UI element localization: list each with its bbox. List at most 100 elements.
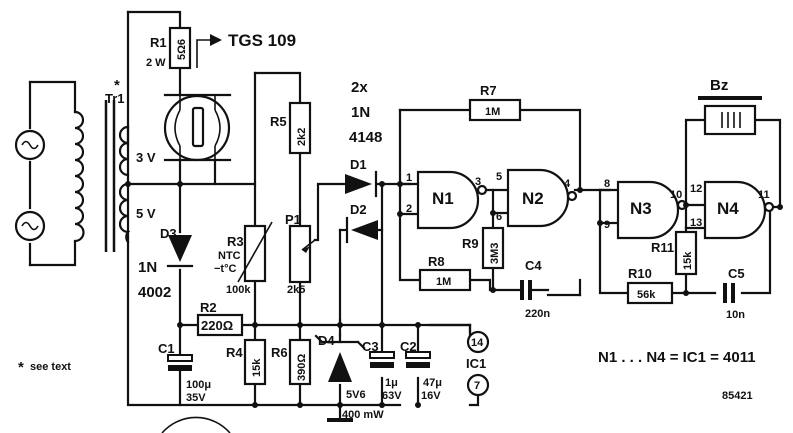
label-r7-value: 1M [485, 106, 500, 118]
transformer-tr1 [73, 100, 131, 252]
zener-d4 [314, 333, 366, 422]
label-c1-voltage: 35V [186, 392, 206, 404]
label-5v: 5 V [136, 206, 156, 221]
label-fig-no: 85421 [722, 390, 753, 402]
diode-d1 [345, 170, 378, 198]
gate-n2 [506, 168, 578, 228]
label-r2-value: 220Ω [201, 318, 233, 333]
potentiometer-p1 [288, 224, 316, 284]
labels: R1 2 W 5Ω6 TGS 109 * Tr1 3 V 5 V D3 1N 4… [18, 31, 770, 421]
label-diodes-c: 4148 [349, 129, 382, 146]
resistor-r10 [626, 281, 674, 305]
label-n1: N1 [432, 189, 454, 208]
label-r5-value: 2k2 [296, 128, 308, 146]
label-r3-value: 100k [226, 284, 251, 296]
capacitor-c1 [167, 354, 193, 407]
label-r10: R10 [628, 266, 652, 281]
buzzer-bz [698, 96, 762, 136]
label-d1: D1 [350, 157, 367, 172]
label-pin1: 1 [406, 172, 412, 184]
label-r8: R8 [428, 254, 445, 269]
label-pin6: 6 [496, 211, 502, 223]
label-r4: R4 [226, 345, 243, 360]
ic1-supply-pins [466, 330, 490, 397]
label-d4-power: 400 mW [342, 409, 384, 421]
label-r11-value: 15k [682, 251, 694, 270]
label-c2-value: 47μ [423, 377, 442, 389]
label-r9-value: 3M3 [489, 243, 501, 264]
label-pin2: 2 [406, 203, 412, 215]
label-pin4: 4 [564, 178, 571, 190]
label-r3-temp: −t°C [214, 263, 236, 275]
label-n2: N2 [522, 189, 544, 208]
label-d3: D3 [160, 226, 177, 241]
capacitor-c2 [405, 351, 431, 368]
resistor-r5 [288, 101, 312, 155]
resistor-r7 [468, 98, 522, 122]
label-c3-value: 1μ [385, 377, 398, 389]
label-see-star: * [18, 359, 24, 376]
label-c3-voltage: 63V [382, 390, 402, 402]
diode-d2 [345, 216, 378, 244]
label-c3: C3 [362, 339, 379, 354]
label-tr1: Tr1 [105, 91, 125, 106]
label-c1-value: 100μ [186, 379, 211, 391]
label-3v: 3 V [136, 150, 156, 165]
label-r5: R5 [270, 114, 287, 129]
label-c5: C5 [728, 266, 745, 281]
label-pin14: 14 [471, 337, 484, 349]
label-pin8: 8 [604, 178, 610, 190]
label-pin13: 13 [690, 217, 702, 229]
label-diodes-b: 1N [351, 104, 370, 121]
label-r3: R3 [227, 234, 244, 249]
thermistor-r3 [237, 221, 273, 283]
label-r1: R1 [150, 35, 167, 50]
junctions [125, 181, 783, 408]
label-c2: C2 [400, 339, 417, 354]
wires [126, 10, 782, 422]
resistor-r6 [288, 338, 312, 386]
label-pin10: 10 [670, 189, 682, 201]
label-r9: R9 [462, 236, 479, 251]
label-r6-value: 390Ω [296, 354, 308, 381]
label-diodes-a: 2x [351, 79, 368, 96]
label-n4: N4 [717, 199, 739, 218]
label-r11: R11 [651, 240, 674, 255]
label-sensor: TGS 109 [228, 31, 296, 50]
label-pin7: 7 [474, 380, 480, 392]
label-c4-value: 220n [525, 308, 550, 320]
label-bz: Bz [710, 77, 728, 94]
label-r2: R2 [200, 300, 217, 315]
gas-sensor-tgs109 [163, 34, 232, 162]
label-n3: N3 [630, 199, 652, 218]
resistor-r9 [481, 226, 505, 270]
label-r10-value: 56k [637, 289, 656, 301]
label-d3-type-b: 4002 [138, 284, 171, 301]
label-d3-type-a: 1N [138, 259, 157, 276]
capacitor-c3 [369, 351, 395, 368]
label-r1-value: 5Ω6 [176, 39, 188, 60]
label-r4-value: 15k [251, 358, 263, 377]
label-r8-value: 1M [436, 276, 451, 288]
gate-n4 [703, 180, 775, 240]
label-pin9: 9 [604, 219, 610, 231]
ac-sources [14, 80, 77, 267]
label-ic-note: N1 . . . N4 = IC1 = 4011 [598, 349, 756, 366]
resistor-r4 [243, 338, 267, 386]
label-d2: D2 [350, 202, 367, 217]
label-c2-voltage: 16V [421, 390, 441, 402]
capacitor-c4 [520, 280, 550, 300]
capacitor-c5 [723, 283, 735, 303]
label-d4: D4 [318, 333, 335, 348]
resistor-r2 [196, 313, 244, 337]
label-c1: C1 [158, 341, 175, 356]
label-ic1: IC1 [466, 356, 486, 371]
label-c5-value: 10n [726, 309, 745, 321]
cropped-sensor-outline [161, 416, 231, 433]
label-pin11: 11 [758, 189, 770, 201]
label-see-text: see text [30, 361, 71, 373]
diode-d3 [166, 235, 194, 268]
label-pin5: 5 [496, 171, 502, 183]
label-r6: R6 [271, 345, 288, 360]
